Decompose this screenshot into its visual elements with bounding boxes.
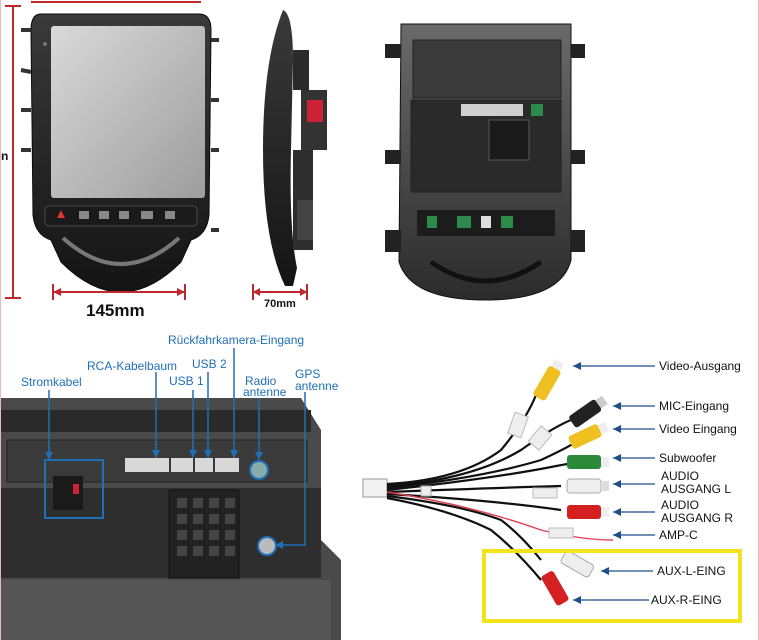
control-button [119,211,129,219]
rear-view-unit [385,23,585,301]
control-button [165,211,175,219]
video-out-label: Video-Ausgang [659,359,741,373]
rear-camera-label: Rückfahrkamera-Eingang [168,333,304,347]
gps-antenna-label-2: antenne [295,379,339,393]
radio-antenna-label-2: antenne [243,385,287,399]
depth-dimension: 70mm [252,284,308,310]
control-button [99,211,109,219]
aux-r-label: AUX-R-EING [651,593,722,607]
harness-connector [362,478,388,498]
usb2-port [195,458,213,472]
control-button [79,211,89,219]
height-label: n [1,149,8,163]
front-view-unit [20,13,219,293]
usb2-label: USB 2 [192,357,227,371]
hazard-button-icon [57,210,65,218]
audio-l-label-2: AUSGANG L [661,482,731,496]
amp-c-label: AMP-C [659,528,698,542]
rca-harness-port [125,458,169,472]
rca-leader-lines [573,365,655,601]
radio-antenna-label-1: Radio [245,374,277,388]
power-cable-label: Stromkabel [21,375,82,389]
mic-in-label: MIC-Eingang [659,399,729,413]
rear-camera-port [215,458,239,472]
side-view-unit [263,10,327,286]
panel-leader-arrows [45,450,283,549]
height-dimension: n [1,1,201,299]
audio-l-label-1: AUDIO [661,469,699,483]
subwoofer-label: Subwoofer [659,451,716,465]
depth-label: 70mm [264,298,296,310]
usb1-label: USB 1 [169,374,204,388]
usb1-port [171,458,193,472]
audio-r-label-2: AUSGANG R [661,511,733,525]
aux-highlight-box [482,549,742,623]
rca-harness-label: RCA-Kabelbaum [87,359,177,373]
screen [51,26,205,198]
panel-leader-lines [48,348,306,546]
rca-cable-harness [362,359,614,606]
video-in-label: Video Eingang [659,422,737,436]
gps-antenna-label-1: GPS [295,367,320,381]
width-dimension: 145mm [52,284,186,320]
rca-leader-arrows [573,362,621,604]
power-port-highlight [44,459,104,519]
radio-antenna-port [249,460,269,480]
gps-antenna-port [257,536,277,556]
aux-l-label: AUX-L-EING [657,564,726,578]
width-label: 145mm [86,301,145,320]
control-button [141,211,153,219]
audio-r-label-1: AUDIO [661,498,699,512]
back-panel-closeup [1,398,341,640]
